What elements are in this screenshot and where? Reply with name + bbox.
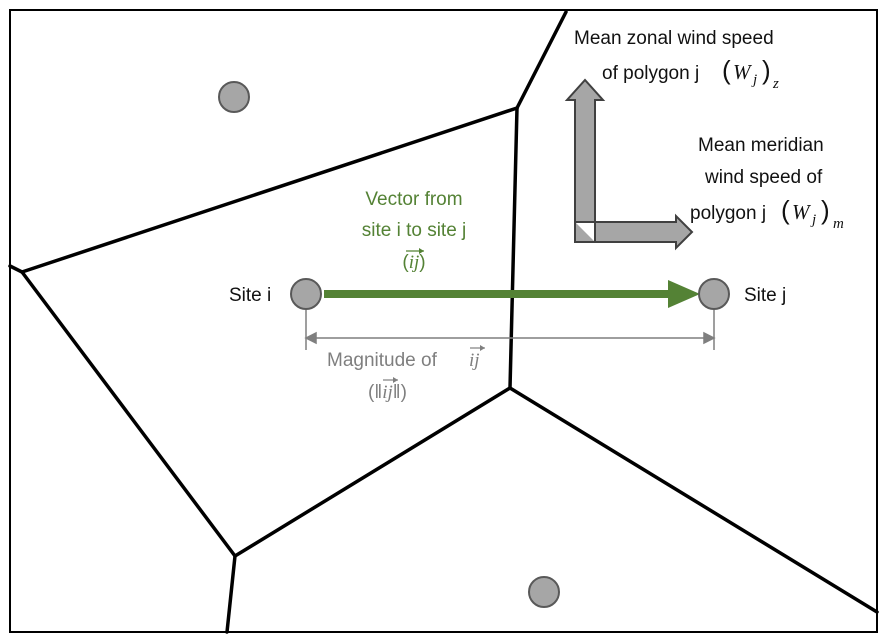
svg-text:j: j bbox=[751, 72, 757, 88]
svg-text:(: ( bbox=[722, 55, 731, 85]
magnitude-label: Magnitude of ij (‖ij‖) bbox=[327, 345, 485, 403]
edge bbox=[225, 554, 237, 634]
svg-text:ij: ij bbox=[469, 350, 480, 371]
svg-text:site i to site j: site i to site j bbox=[362, 220, 467, 241]
svg-text:Mean zonal wind speed: Mean zonal wind speed bbox=[574, 28, 774, 49]
zonal-wind-arrow bbox=[564, 78, 606, 223]
svg-text:wind speed of: wind speed of bbox=[704, 167, 823, 188]
edge bbox=[20, 270, 237, 558]
site-marker bbox=[218, 81, 250, 113]
svg-text:): ) bbox=[762, 55, 771, 85]
svg-text:j: j bbox=[810, 212, 816, 228]
edge bbox=[508, 386, 879, 614]
meridian-wind-arrow bbox=[594, 213, 694, 251]
site-i-label: Site i bbox=[229, 285, 271, 306]
edge bbox=[515, 10, 568, 110]
svg-text:Magnitude of: Magnitude of bbox=[327, 350, 438, 371]
edge bbox=[8, 264, 24, 274]
edge bbox=[233, 386, 512, 558]
svg-text:W: W bbox=[792, 200, 812, 224]
site-j-marker bbox=[698, 278, 730, 310]
magnitude-dimension bbox=[304, 310, 716, 350]
polygon-edges bbox=[8, 10, 879, 634]
edge bbox=[20, 106, 519, 274]
svg-text:polygon j: polygon j bbox=[690, 203, 766, 224]
svg-text:): ) bbox=[821, 195, 830, 225]
sites bbox=[218, 81, 730, 608]
site-j-label: Site j bbox=[744, 285, 786, 306]
svg-text:(‖ij‖): (‖ij‖) bbox=[368, 382, 407, 403]
wind-arrows bbox=[564, 78, 694, 251]
svg-text:Mean meridian: Mean meridian bbox=[698, 135, 824, 156]
zonal-wind-label: Mean zonal wind speed of polygon j ( W j… bbox=[574, 28, 779, 92]
svg-text:z: z bbox=[772, 76, 779, 92]
svg-text:Vector from: Vector from bbox=[365, 189, 462, 210]
svg-text:(: ( bbox=[781, 195, 790, 225]
svg-text:(ij): (ij) bbox=[402, 252, 425, 273]
meridian-wind-label: Mean meridian wind speed of polygon j ( … bbox=[690, 135, 844, 232]
vector-label: Vector from site i to site j (ij) bbox=[362, 189, 467, 273]
diagram-frame bbox=[9, 9, 878, 633]
site-i-marker bbox=[290, 278, 322, 310]
svg-text:m: m bbox=[833, 216, 844, 232]
vector-ij-arrow bbox=[324, 280, 700, 308]
edge bbox=[508, 106, 519, 390]
svg-text:of polygon j: of polygon j bbox=[602, 63, 699, 84]
site-marker bbox=[528, 576, 560, 608]
svg-text:W: W bbox=[733, 60, 753, 84]
